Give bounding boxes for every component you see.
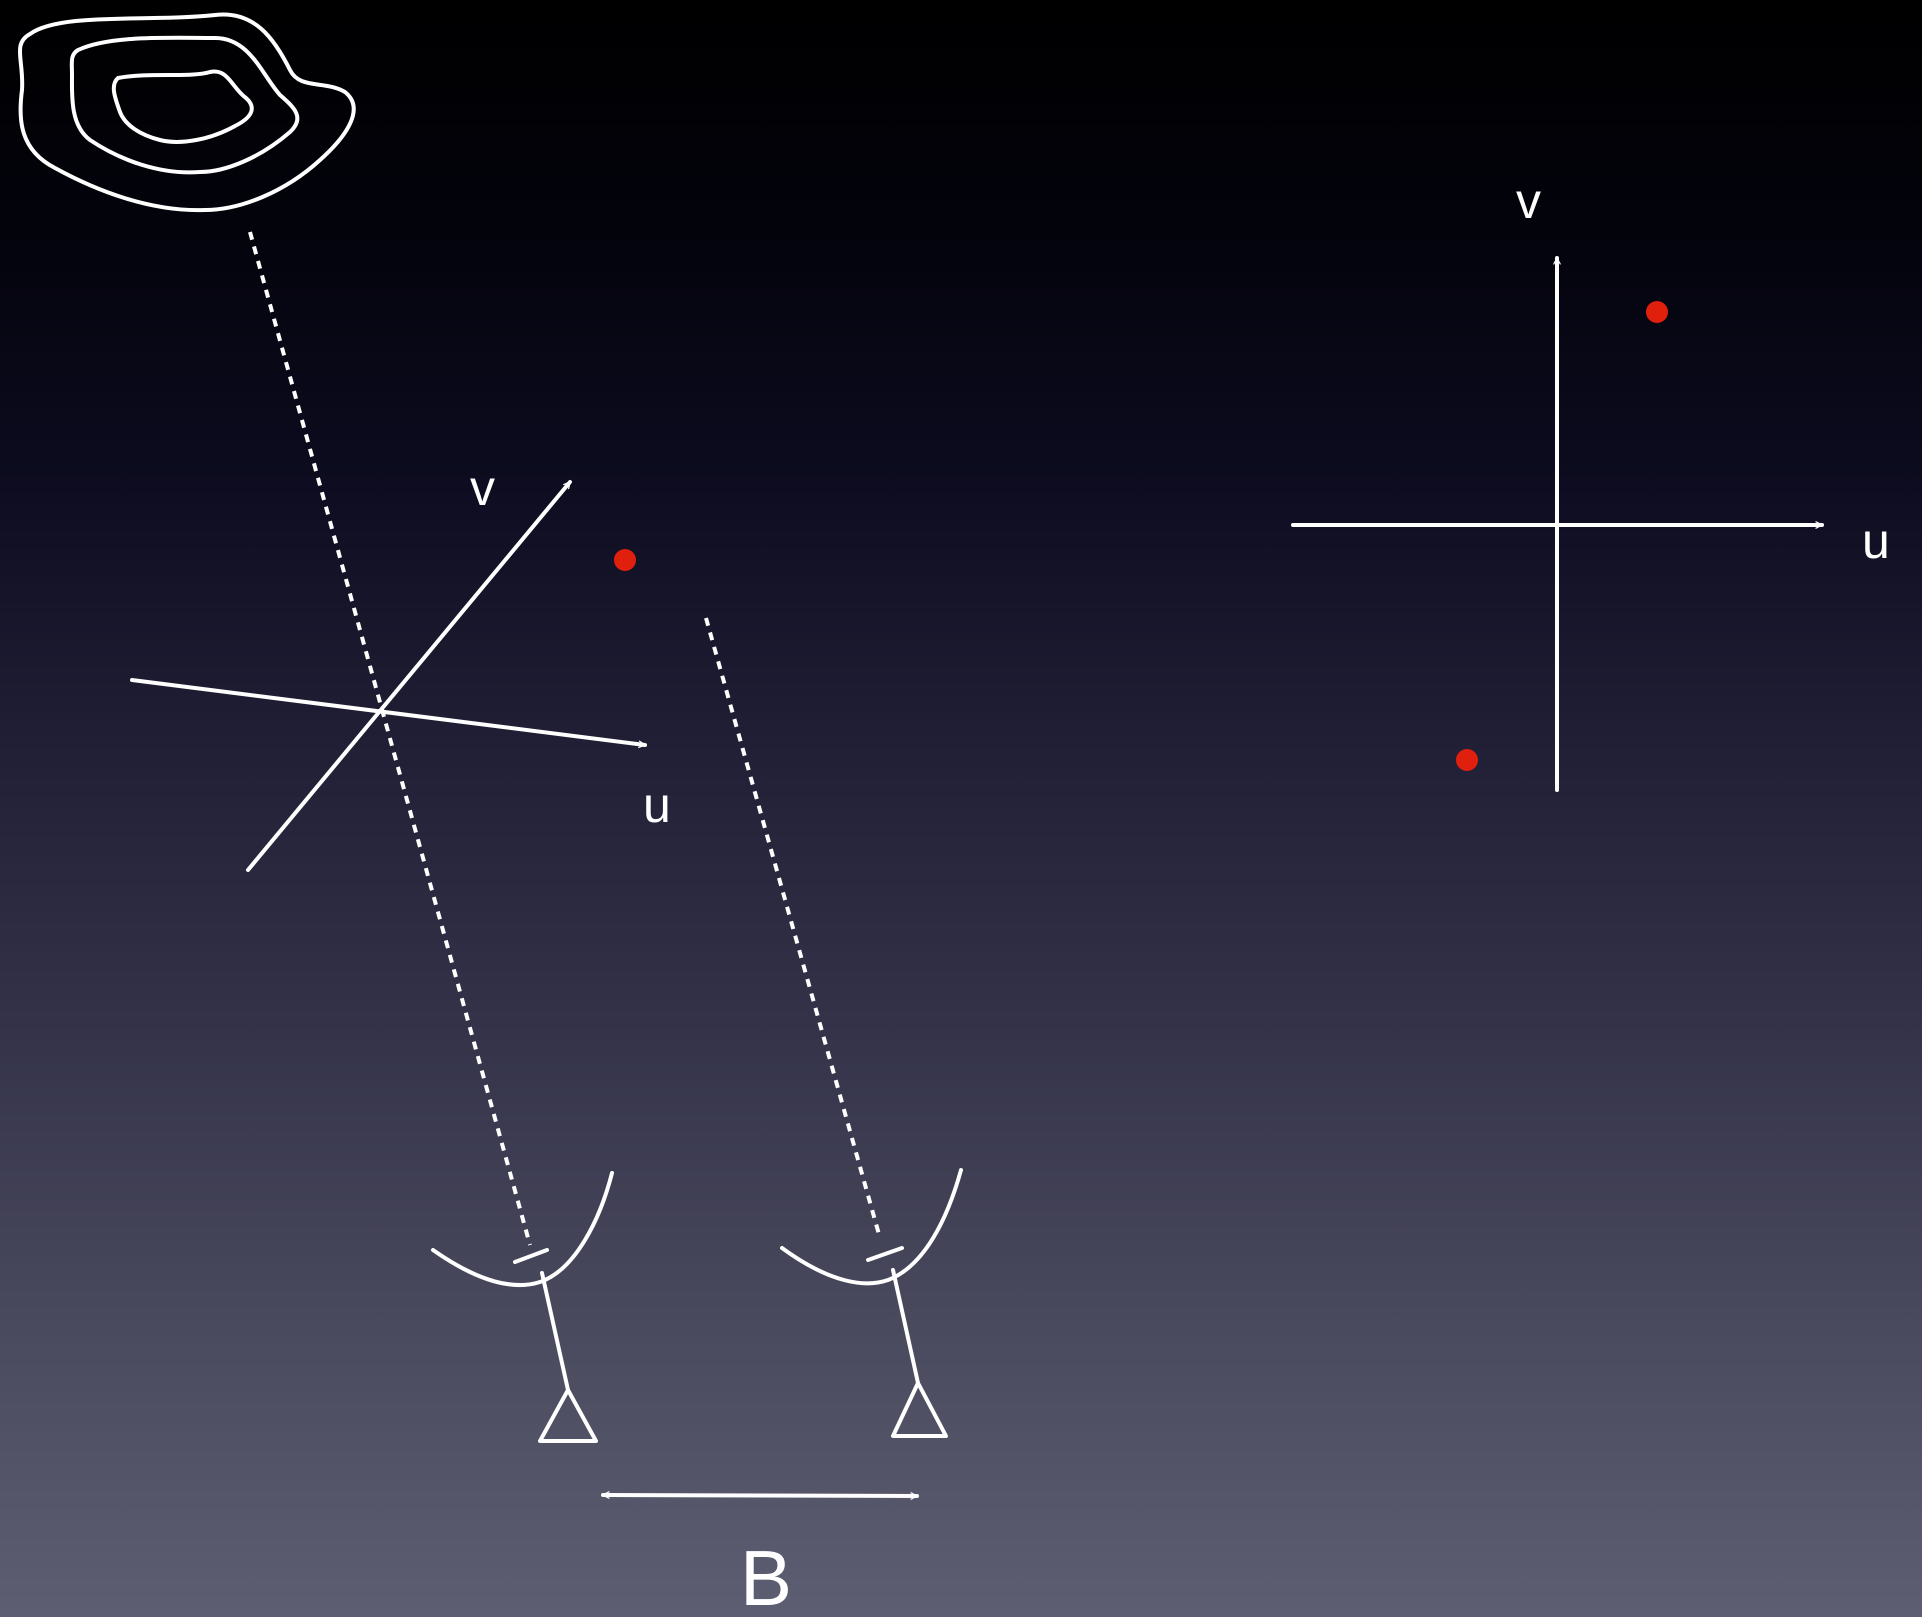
left-dish-reflector [431,1171,614,1287]
baseline-arrow [601,1491,919,1500]
source-contour-middle [69,35,300,175]
right-antenna-base [891,1381,948,1438]
dish-antenna-icon [780,1168,963,1438]
source-frame-sample-point [614,549,636,571]
line-of-sight-right [704,617,882,1239]
source-frame-axes: v u [130,460,671,872]
source-u-axis [130,678,647,749]
dish-antenna-icon [431,1171,614,1443]
source-v-label: v [470,460,495,516]
left-antenna-base [538,1388,598,1443]
left-antenna-mast [540,1271,570,1392]
uv-v-label: v [1516,173,1541,229]
uv-u-label: u [1862,513,1890,569]
line-of-sight-left [248,231,532,1246]
baseline-label: B [740,1534,792,1617]
source-contour-outer [17,12,356,213]
uv-sample-point-conjugate [1456,749,1478,771]
source-contour-icon [17,12,356,213]
source-v-axis [246,480,572,872]
right-antenna-mast [891,1268,920,1385]
source-contour-inner [111,69,254,144]
right-dish-feed-tick [866,1246,904,1262]
source-u-label: u [643,777,671,833]
uv-plane-axes: v u [1291,173,1890,792]
uv-sample-point [1646,301,1668,323]
left-dish-feed-tick [513,1248,549,1264]
right-dish-reflector [780,1168,963,1286]
